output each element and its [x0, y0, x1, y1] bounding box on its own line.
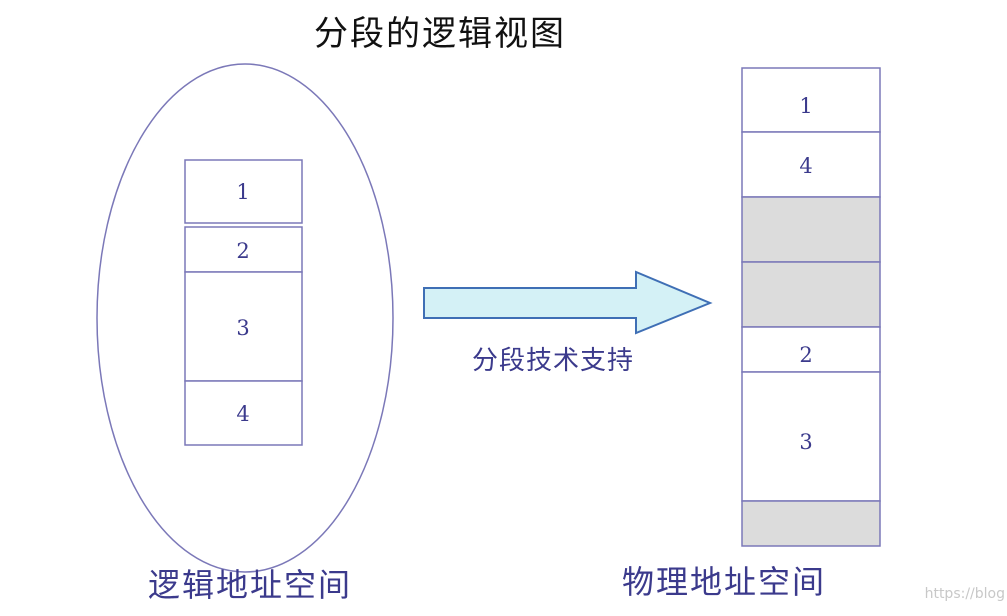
- logical-space-ellipse: [96, 63, 394, 573]
- diagram-title: 分段的逻辑视图: [314, 14, 566, 54]
- physical-block-free-3: [741, 500, 881, 547]
- logical-space-caption: 逻辑地址空间: [148, 566, 353, 604]
- physical-block-4-label: 3: [799, 430, 812, 454]
- logical-segment-1-label: 1: [236, 180, 249, 204]
- logical-segment-stack: 1 2 3 4: [184, 159, 303, 446]
- physical-block-1-label: 1: [799, 94, 812, 118]
- physical-space-caption: 物理地址空间: [622, 563, 827, 601]
- physical-block-3: [741, 326, 881, 373]
- physical-block-free-1: [741, 196, 881, 263]
- logical-segment-3-label: 3: [236, 316, 249, 340]
- physical-block-3-label: 2: [799, 343, 812, 367]
- physical-memory-column: 1 4 2 3: [741, 67, 881, 547]
- logical-segment-4: [184, 380, 303, 446]
- logical-segment-1: [184, 159, 303, 224]
- arrow-label: 分段技术支持: [472, 346, 635, 376]
- logical-segment-3: [184, 271, 303, 382]
- physical-block-1: [741, 67, 881, 133]
- logical-segment-2-label: 2: [236, 239, 249, 263]
- physical-block-free-2: [741, 261, 881, 328]
- segmentation-arrow: [423, 270, 713, 335]
- logical-segment-4-label: 4: [236, 402, 249, 426]
- physical-block-2-label: 4: [799, 154, 812, 178]
- watermark: https://blog: [924, 586, 1005, 602]
